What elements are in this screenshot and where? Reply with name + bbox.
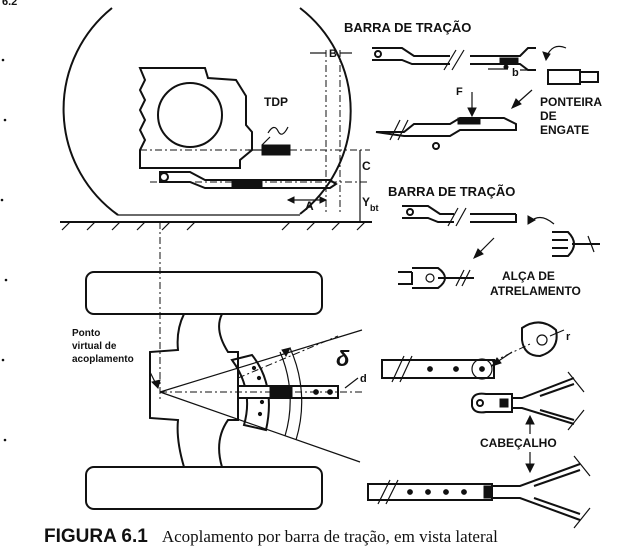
scan-edge-noise (0, 58, 8, 442)
page-number-fragment: 6.2 (2, 0, 17, 8)
rear-wheel (62, 7, 352, 216)
cabecalho-label: CABEÇALHO (480, 436, 557, 450)
top-view: δ d Ponto virtual de acoplamento (72, 222, 367, 510)
drawbar-arc-plate (230, 353, 270, 432)
tire-upper (85, 271, 323, 315)
virtual-line-lower (159, 391, 361, 463)
force-f: F (456, 86, 463, 98)
side-view: TDP B C Ybt A (60, 7, 379, 231)
ponto-label-1: Ponto (72, 328, 100, 339)
cabecalho-detail: r CABEÇALHO (367, 321, 591, 529)
ponteira-label-1: PONTEIRA (540, 95, 602, 109)
dim-c: C (362, 159, 371, 173)
caption-text: Acoplamento por barra de tração, em vist… (161, 527, 498, 546)
ponteira-label-3: ENGATE (540, 123, 589, 137)
barra-label-top: BARRA DE TRAÇÃO (344, 20, 471, 35)
cabecalho-upper (471, 377, 575, 425)
axle-body-top (149, 313, 239, 468)
dim-y: Ybt (362, 195, 379, 213)
dim-a: A (305, 199, 314, 213)
drawbar-assembled-2 (398, 267, 474, 289)
drawbar-detail-2: BARRA DE TRAÇÃO ALÇA DE ATRELAMENTO (388, 184, 600, 298)
ponto-label-3: acoplamento (72, 354, 134, 365)
drawbar-upper-1 (372, 47, 536, 71)
drawbar-upper-2 (402, 205, 517, 223)
cabecalho-assembled (367, 463, 581, 521)
dim-b-lower: b (512, 67, 519, 79)
alca-label-1: ALÇA DE (502, 269, 555, 283)
drawbar-assembled-1 (375, 117, 517, 137)
alca-label-2: ATRELAMENTO (490, 284, 581, 298)
caption-number: FIGURA 6.1 (44, 526, 148, 547)
axle-housing (138, 67, 253, 169)
dim-r: r (566, 331, 571, 343)
virtual-line-upper (159, 329, 363, 393)
barra-label-mid: BARRA DE TRAÇÃO (388, 184, 515, 199)
drawbar-detail-1: BARRA DE TRAÇÃO b PONTEIRA DE ENGATE F (344, 20, 602, 150)
ground-hatch (61, 221, 366, 231)
dim-b-upper: B (329, 48, 337, 60)
ponteira-label-2: DE (540, 109, 557, 123)
tire-lower (85, 466, 323, 510)
ponto-label-2: virtual de (72, 341, 117, 352)
dim-d: d (360, 373, 367, 385)
angle-delta: δ (336, 346, 350, 371)
tdp-label: TDP (264, 95, 288, 109)
drawbar-holes (381, 359, 495, 379)
figure-caption: FIGURA 6.1 Acoplamento por barra de traçã… (44, 526, 634, 550)
axle-hub (157, 82, 223, 148)
